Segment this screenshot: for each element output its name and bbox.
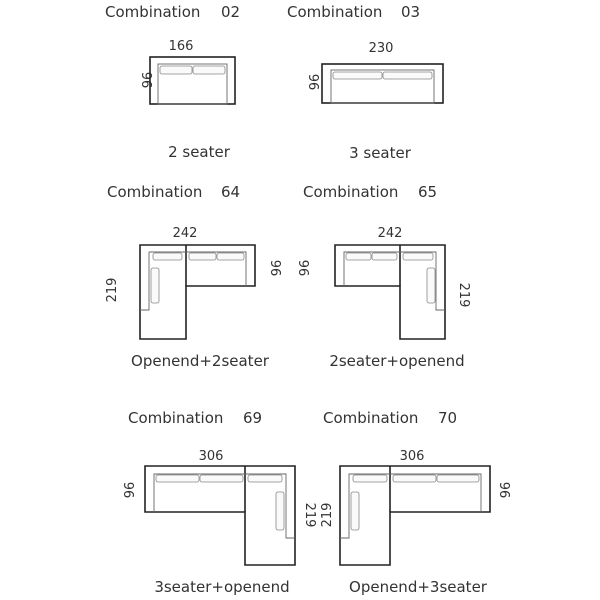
sofa-2-seater-shape [149, 56, 236, 105]
combination-label: 2seater+openend [329, 352, 464, 370]
combination-label: Openend+3seater [349, 578, 488, 596]
combination-70: Combination 70 306 96 219 Openend+3seate… [320, 409, 511, 596]
combination-number: 69 [243, 409, 262, 427]
sofa-3-seater-shape [321, 63, 444, 104]
combination-number: 65 [418, 183, 437, 201]
combination-label: Openend+2seater [131, 352, 270, 370]
depth-dimension: 96 [298, 260, 313, 277]
length-dimension: 219 [320, 503, 335, 528]
depth-dimension: 96 [496, 482, 511, 499]
sofa-openend-2-seater-shape [139, 244, 256, 340]
combination-label: 3seater+openend [154, 578, 289, 596]
width-dimension: 230 [369, 41, 394, 56]
length-dimension: 219 [456, 283, 471, 308]
combination-65: Combination 65 242 96 219 2seater+openen… [298, 183, 471, 370]
width-dimension: 166 [169, 39, 194, 54]
depth-dimension: 96 [305, 74, 320, 91]
combination-number: 02 [221, 3, 240, 21]
combination-label: 2 seater [168, 143, 231, 161]
combination-02: Combination 02 166 96 2 seater [105, 3, 240, 161]
combination-title: Combination [303, 183, 398, 201]
combination-number: 03 [401, 3, 420, 21]
width-dimension: 306 [400, 449, 425, 464]
combination-title: Combination [323, 409, 418, 427]
width-dimension: 242 [378, 226, 403, 241]
sofa-3-seater-openend-shape [144, 465, 296, 566]
combination-title: Combination [128, 409, 223, 427]
combination-64: Combination 64 242 219 96 Openend+2seate… [105, 183, 282, 370]
combination-number: 70 [438, 409, 457, 427]
combination-title: Combination [107, 183, 202, 201]
width-dimension: 306 [199, 449, 224, 464]
width-dimension: 242 [173, 226, 198, 241]
sofa-openend-3-seater-shape [339, 465, 491, 566]
depth-dimension: 96 [120, 482, 135, 499]
length-dimension: 219 [105, 278, 120, 303]
length-dimension: 219 [302, 503, 317, 528]
combination-03: Combination 03 230 96 3 seater [287, 3, 444, 162]
combination-title: Combination [105, 3, 200, 21]
combination-number: 64 [221, 183, 240, 201]
depth-dimension: 96 [267, 260, 282, 277]
combination-69: Combination 69 306 96 219 3seater+openen… [120, 409, 317, 596]
combination-label: 3 seater [349, 144, 412, 162]
sofa-2-seater-openend-shape [334, 244, 446, 340]
combination-title: Combination [287, 3, 382, 21]
